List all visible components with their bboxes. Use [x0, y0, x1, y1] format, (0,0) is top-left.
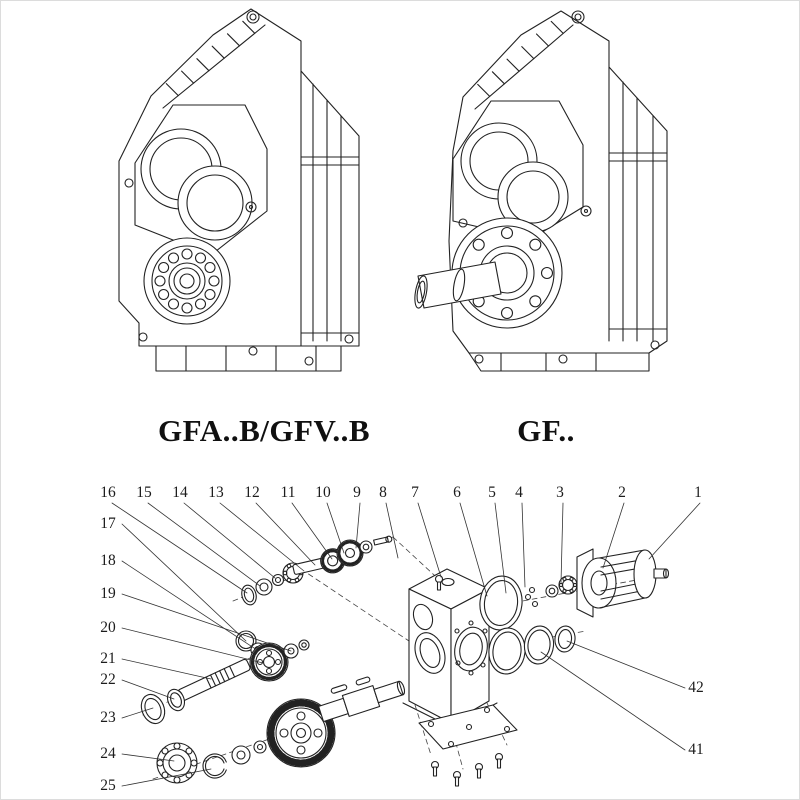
callout-13: 13 [208, 484, 224, 501]
callout-24: 24 [100, 745, 116, 762]
mounting-feet [155, 345, 342, 372]
part-washer-15 [255, 578, 273, 596]
part-washer-19 [283, 639, 310, 659]
bolt-holes [124, 178, 354, 366]
part-ring-42 [523, 625, 576, 665]
callout-17: 17 [100, 515, 116, 532]
leader-lines [111, 502, 701, 787]
bearing-boss-outline [134, 104, 268, 256]
output-bearing [143, 237, 231, 325]
part-key-small [330, 676, 371, 694]
callout-5: 5 [488, 484, 496, 501]
cooling-fins [474, 20, 574, 110]
gearbox-right-drawing [414, 10, 668, 372]
callout-21: 21 [100, 650, 116, 667]
part-seal-16 [241, 584, 257, 606]
part-pin-8 [373, 535, 393, 546]
callout-23: 23 [100, 709, 116, 726]
part-bearing-3 [558, 575, 578, 595]
callout-41: 41 [688, 741, 704, 758]
part-washer-4 [545, 584, 559, 598]
callout-10: 10 [315, 484, 331, 501]
callout-6: 6 [453, 484, 461, 501]
exploded-view-drawing [140, 535, 670, 787]
part-bottom-cover [418, 704, 518, 750]
exploded-housing [402, 568, 498, 728]
cooling-fins [162, 20, 266, 109]
part-ring-41 [488, 627, 526, 675]
housing-silhouette [448, 10, 668, 372]
callout-11: 11 [280, 484, 296, 501]
part-snap-ring-25 [202, 753, 227, 779]
callout-15: 15 [136, 484, 152, 501]
callout-16: 16 [100, 484, 116, 501]
callout-2: 2 [618, 484, 626, 501]
part-output-gear [266, 698, 336, 768]
callout-7: 7 [411, 484, 419, 501]
callout-12: 12 [244, 484, 260, 501]
bearing-boss-outline [452, 100, 584, 240]
part-ring-14 [271, 573, 285, 587]
callout-25: 25 [100, 777, 116, 794]
part-ball-bearing-24 [156, 742, 198, 784]
part-motor-adapter-1 [576, 548, 670, 618]
mounting-feet [468, 352, 650, 372]
callout-4: 4 [515, 484, 523, 501]
side-ribs [300, 83, 360, 342]
caption-gf-model: GF.. [517, 413, 575, 448]
input-bore-lower [177, 165, 253, 241]
housing-silhouette [118, 8, 360, 372]
lifting-plug [246, 10, 260, 24]
lifting-plug [571, 10, 585, 24]
part-oil-seal-23 [140, 693, 166, 725]
callout-1: 1 [694, 484, 702, 501]
callout-3: 3 [556, 484, 564, 501]
part-bolt-7 [434, 574, 444, 591]
callout-8: 8 [379, 484, 387, 501]
part-bolts-5 [524, 586, 539, 608]
part-input-shaft-21 [175, 658, 251, 703]
gearbox-left-drawing [118, 8, 360, 372]
callout-19: 19 [100, 585, 116, 602]
bolt-holes [458, 205, 660, 364]
part-collar-22 [166, 688, 186, 712]
part-washer-9 [359, 540, 373, 554]
callout-20: 20 [100, 619, 116, 636]
part-cover-bolts [430, 752, 504, 787]
callout-14: 14 [172, 484, 188, 501]
part-gear-20 [249, 642, 289, 682]
callout-18: 18 [100, 552, 116, 569]
output-shaft [414, 261, 502, 309]
side-ribs [608, 81, 668, 342]
callout-9: 9 [353, 484, 361, 501]
callout-42: 42 [688, 679, 704, 696]
caption-gfab-model: GFA..B/GFV..B [157, 413, 371, 448]
callout-22: 22 [100, 671, 116, 688]
part-output-shaft [318, 680, 406, 723]
part-washer-bottom [231, 740, 267, 765]
output-flange [451, 217, 563, 329]
